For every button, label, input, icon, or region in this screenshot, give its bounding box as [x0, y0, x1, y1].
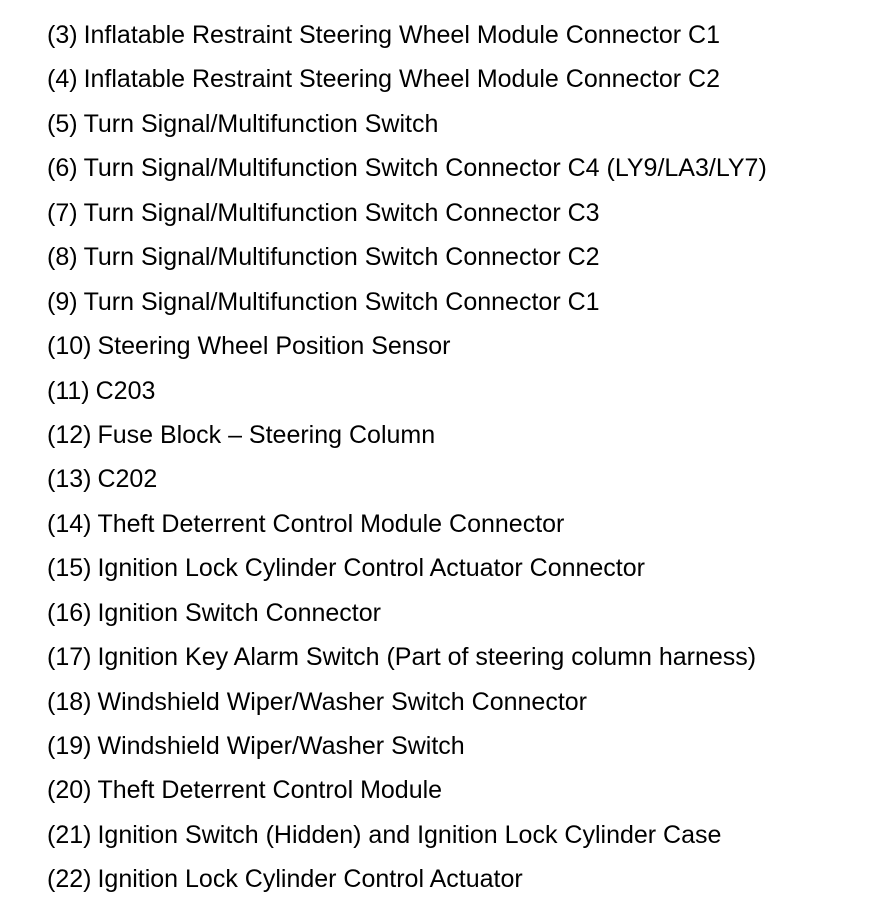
legend-item-text: Windshield Wiper/Washer Switch Connector: [97, 687, 587, 716]
legend-item-number: (7): [47, 198, 78, 227]
legend-item-text: Theft Deterrent Control Module: [97, 776, 443, 805]
legend-item-number: (9): [47, 287, 78, 316]
legend-item: (7)Turn Signal/Multifunction Switch Conn…: [47, 191, 767, 235]
legend-item-number: (20): [47, 776, 92, 805]
legend-item-text: Fuse Block – Steering Column: [97, 420, 436, 449]
legend-item-number: (21): [47, 820, 92, 849]
legend-item: (22)Ignition Lock Cylinder Control Actua…: [47, 857, 767, 901]
legend-item-number: (6): [47, 154, 78, 183]
legend-item-text: Windshield Wiper/Washer Switch: [97, 732, 465, 760]
legend-item-text: Inflatable Restraint Steering Wheel Modu…: [83, 65, 721, 94]
legend-item-text: C203: [95, 376, 156, 405]
legend-item: (5)Turn Signal/Multifunction Switch: [47, 102, 767, 146]
component-legend-list: (3)Inflatable Restraint Steering Wheel M…: [47, 13, 767, 902]
legend-item: (10)Steering Wheel Position Sensor: [47, 324, 767, 368]
legend-item: (20)Theft Deterrent Control Module: [47, 768, 767, 812]
legend-item: (4)Inflatable Restraint Steering Wheel M…: [47, 57, 767, 101]
legend-item-number: (17): [47, 643, 92, 672]
legend-item-text: Turn Signal/Multifunction Switch Connect…: [83, 243, 600, 272]
legend-item-number: (10): [47, 332, 92, 361]
legend-item-number: (12): [47, 420, 92, 449]
legend-item-text: Ignition Key Alarm Switch (Part of steer…: [97, 643, 757, 672]
legend-item: (15)Ignition Lock Cylinder Control Actua…: [47, 546, 767, 590]
legend-item-number: (5): [47, 109, 78, 138]
legend-item-number: (15): [47, 554, 92, 583]
legend-item-text: Ignition Switch (Hidden) and Ignition Lo…: [97, 820, 722, 849]
legend-item-number: (4): [47, 65, 78, 94]
legend-item-text: Turn Signal/Multifunction Switch: [83, 109, 439, 138]
legend-item-number: (11): [47, 376, 90, 405]
legend-item-text: Ignition Lock Cylinder Control Actuator: [97, 865, 523, 894]
legend-item: (19)Windshield Wiper/Washer Switch: [47, 724, 767, 768]
legend-item: (11)C203: [47, 369, 767, 413]
legend-item: (21)Ignition Switch (Hidden) and Ignitio…: [47, 813, 767, 857]
legend-item-number: (3): [47, 21, 78, 49]
legend-item-text: Turn Signal/Multifunction Switch Connect…: [83, 198, 600, 227]
legend-item-text: Ignition Switch Connector: [97, 598, 381, 627]
legend-item: (13)C202: [47, 457, 767, 501]
legend-item-text: Steering Wheel Position Sensor: [97, 332, 451, 361]
legend-item-text: Theft Deterrent Control Module Connector: [97, 509, 565, 538]
legend-item: (16)Ignition Switch Connector: [47, 591, 767, 635]
legend-item-text: Turn Signal/Multifunction Switch Connect…: [83, 287, 600, 316]
legend-item: (12)Fuse Block – Steering Column: [47, 413, 767, 457]
legend-item-number: (8): [47, 243, 78, 272]
legend-item: (14)Theft Deterrent Control Module Conne…: [47, 502, 767, 546]
legend-item: (17)Ignition Key Alarm Switch (Part of s…: [47, 635, 767, 679]
legend-item: (8)Turn Signal/Multifunction Switch Conn…: [47, 235, 767, 279]
legend-item-number: (14): [47, 509, 92, 538]
legend-item: (6)Turn Signal/Multifunction Switch Conn…: [47, 146, 767, 190]
legend-item-number: (16): [47, 598, 92, 627]
legend-item: (3)Inflatable Restraint Steering Wheel M…: [47, 13, 767, 57]
legend-item: (18)Windshield Wiper/Washer Switch Conne…: [47, 680, 767, 724]
legend-item-text: C202: [97, 465, 158, 494]
legend-item-text: Ignition Lock Cylinder Control Actuator …: [97, 554, 645, 583]
legend-item: (9)Turn Signal/Multifunction Switch Conn…: [47, 280, 767, 324]
legend-item-number: (22): [47, 865, 92, 894]
legend-item-number: (13): [47, 465, 92, 494]
legend-item-number: (19): [47, 732, 92, 760]
legend-item-text: Turn Signal/Multifunction Switch Connect…: [83, 154, 767, 183]
legend-item-number: (18): [47, 687, 92, 716]
legend-item-text: Inflatable Restraint Steering Wheel Modu…: [83, 21, 721, 49]
